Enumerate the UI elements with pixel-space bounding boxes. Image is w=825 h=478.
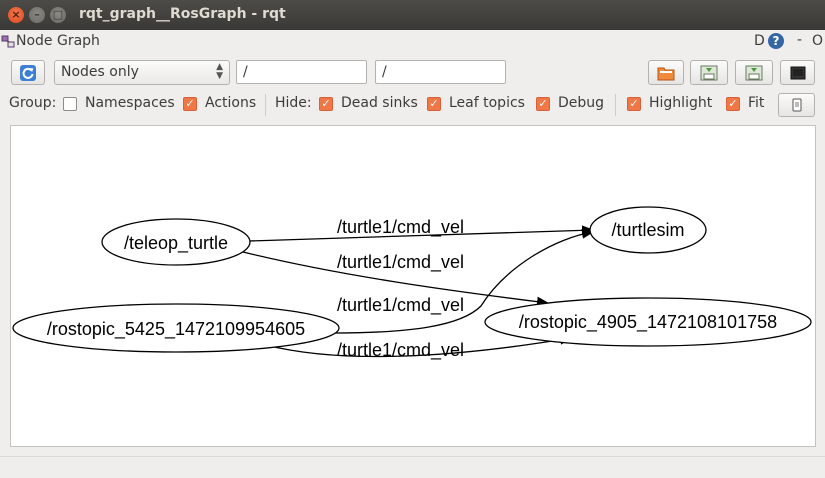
edge-label: /turtle1/cmd_vel	[337, 340, 464, 361]
leaf-topics-label[interactable]: Leaf topics	[449, 95, 525, 111]
fit-in-view-button[interactable]	[778, 93, 815, 117]
node-rostopic-4905[interactable]: /rostopic_4905_1472108101758	[484, 297, 812, 347]
status-bar	[0, 456, 825, 478]
node-label: /teleop_turtle	[124, 233, 228, 254]
node-turtlesim[interactable]: /turtlesim	[589, 206, 707, 254]
edge-label: /turtle1/cmd_vel	[337, 295, 464, 316]
select-arrows-icon: ▲▼	[216, 62, 223, 81]
edge-teleop-to-rostopic4905[interactable]: /turtle1/cmd_vel	[242, 251, 549, 307]
leaf-topics-checkbox[interactable]: ✓	[427, 97, 441, 111]
plugin-header: Node Graph D ? - O	[0, 30, 825, 54]
screenshot-button[interactable]	[780, 60, 815, 85]
help-icon[interactable]: ?	[768, 33, 784, 49]
window-maximize-button[interactable]: □	[50, 7, 66, 23]
load-dot-button[interactable]	[648, 60, 684, 85]
divider	[615, 94, 616, 116]
save-image-button[interactable]	[735, 60, 773, 85]
dead-sinks-label[interactable]: Dead sinks	[341, 95, 418, 111]
dock-toggle-button[interactable]: D	[754, 33, 765, 49]
namespaces-checkbox[interactable]	[63, 97, 77, 111]
window-title: rqt_graph__RosGraph - rqt	[79, 6, 286, 22]
fit-checkbox[interactable]: ✓	[726, 97, 740, 111]
node-label: /rostopic_4905_1472108101758	[519, 312, 777, 333]
plugin-icon	[1, 34, 15, 48]
actions-label[interactable]: Actions	[205, 95, 257, 111]
refresh-button[interactable]	[11, 60, 45, 85]
node-rostopic-5425[interactable]: /rostopic_5425_1472109954605	[12, 303, 340, 353]
edge-rostopic5425-to-turtlesim[interactable]: /turtle1/cmd_vel	[332, 228, 594, 334]
edge-label: /turtle1/cmd_vel	[337, 252, 464, 273]
plugin-title: Node Graph	[16, 33, 100, 49]
edge-label: /turtle1/cmd_vel	[337, 217, 464, 238]
fit-label[interactable]: Fit	[748, 95, 765, 111]
node-label: /turtlesim	[611, 220, 684, 240]
topic-filter-input[interactable]	[375, 60, 506, 84]
graph-mode-value: Nodes only	[61, 64, 139, 80]
actions-checkbox[interactable]: ✓	[183, 97, 197, 111]
node-label: /rostopic_5425_1472109954605	[47, 319, 305, 340]
highlight-label[interactable]: Highlight	[649, 95, 713, 111]
highlight-checkbox[interactable]: ✓	[627, 97, 641, 111]
graph-mode-select[interactable]: Nodes only ▲▼	[54, 60, 230, 85]
dead-sinks-checkbox[interactable]: ✓	[319, 97, 333, 111]
node-teleop-turtle[interactable]: /teleop_turtle	[101, 218, 251, 266]
close-plugin-button[interactable]: O	[812, 33, 824, 49]
debug-checkbox[interactable]: ✓	[536, 97, 550, 111]
edge-rostopic5425-to-rostopic4905[interactable]: /turtle1/cmd_vel	[265, 334, 572, 361]
edge-teleop-to-turtlesim[interactable]: /turtle1/cmd_vel	[248, 217, 594, 242]
graph-canvas[interactable]: /turtle1/cmd_vel /turtle1/cmd_vel /turtl…	[10, 125, 816, 447]
debug-label[interactable]: Debug	[558, 95, 605, 111]
namespace-filter-input[interactable]	[236, 60, 367, 84]
minimize-plugin-button[interactable]: -	[797, 32, 803, 48]
window-minimize-button[interactable]: –	[29, 7, 45, 23]
window-titlebar: × – □ rqt_graph__RosGraph - rqt	[0, 0, 825, 30]
hide-label: Hide:	[275, 95, 312, 111]
group-label: Group:	[9, 95, 57, 111]
divider	[265, 94, 266, 116]
namespaces-label[interactable]: Namespaces	[85, 95, 175, 111]
window-close-button[interactable]: ×	[8, 7, 24, 23]
save-dot-button[interactable]	[690, 60, 728, 85]
